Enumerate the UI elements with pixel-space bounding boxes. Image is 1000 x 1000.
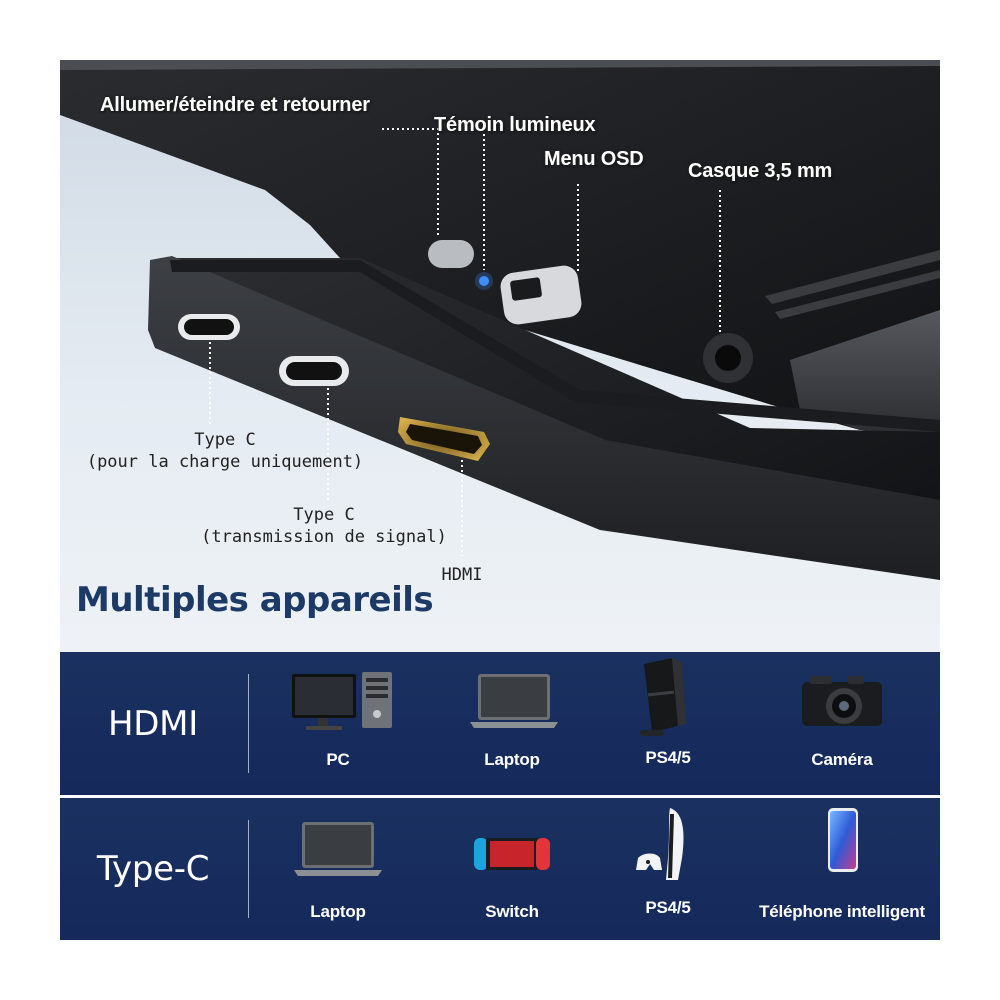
device-smartphone: Téléphone intelligent xyxy=(752,798,932,940)
power-button xyxy=(428,240,474,268)
desktop-pc-icon xyxy=(292,672,392,730)
device-label: PS4/5 xyxy=(645,748,691,767)
osd-menu-label: Menu OSD xyxy=(544,148,644,170)
device-label: Laptop xyxy=(484,750,540,769)
device-switch: Switch xyxy=(422,798,602,940)
device-label: PS4/5 xyxy=(645,898,691,917)
device-label: Téléphone intelligent xyxy=(759,902,925,921)
typec-charge-label: Type C (pour la charge uniquement) xyxy=(86,430,364,472)
port-edge xyxy=(148,256,940,580)
monitor-drawing xyxy=(60,60,940,580)
smartphone-icon xyxy=(828,808,858,872)
ps5-console-icon xyxy=(636,808,684,880)
band-divider xyxy=(248,820,249,918)
hdmi-band-title: HDMI xyxy=(108,703,198,744)
band-gap xyxy=(60,795,940,798)
typec-devices-band: Type-C Laptop Switch xyxy=(60,798,940,940)
typec-signal-label: Type C (transmission de signal) xyxy=(201,505,447,547)
device-laptop-typec: Laptop xyxy=(248,798,428,940)
power-button-label: Allumer/éteindre et retourner xyxy=(100,94,370,116)
band-divider xyxy=(248,674,249,773)
led-indicator-label: Témoin lumineux xyxy=(434,114,596,136)
device-label: PC xyxy=(326,750,350,769)
device-ps5: PS4/5 xyxy=(578,798,758,940)
device-laptop-hdmi: Laptop xyxy=(422,652,602,795)
device-camera: Caméra xyxy=(752,652,932,795)
camera-icon xyxy=(802,676,882,726)
power-leader-line xyxy=(382,128,439,238)
device-label: Switch xyxy=(485,902,539,921)
typec-band-title: Type-C xyxy=(96,849,210,889)
hdmi-devices-band: HDMI PC Laptop xyxy=(60,652,940,795)
device-label: Laptop xyxy=(310,902,366,921)
laptop-icon xyxy=(470,674,558,728)
device-ps4: PS4/5 xyxy=(578,652,758,795)
nintendo-switch-icon xyxy=(474,838,550,870)
headphone-jack-label: Casque 3,5 mm xyxy=(688,160,833,182)
laptop-icon xyxy=(294,822,382,876)
ps4-console-icon xyxy=(640,658,686,736)
monitor-ports-illustration: Allumer/éteindre et retourner Témoin lum… xyxy=(60,60,940,652)
upper-monitor-edge xyxy=(790,310,940,435)
hdmi-port-label: HDMI xyxy=(441,565,483,585)
device-pc: PC xyxy=(248,652,428,795)
product-image-frame: Allumer/éteindre et retourner Témoin lum… xyxy=(60,60,940,940)
headline: Multiples appareils xyxy=(76,580,434,620)
led-indicator xyxy=(479,276,489,286)
device-label: Caméra xyxy=(811,750,873,769)
